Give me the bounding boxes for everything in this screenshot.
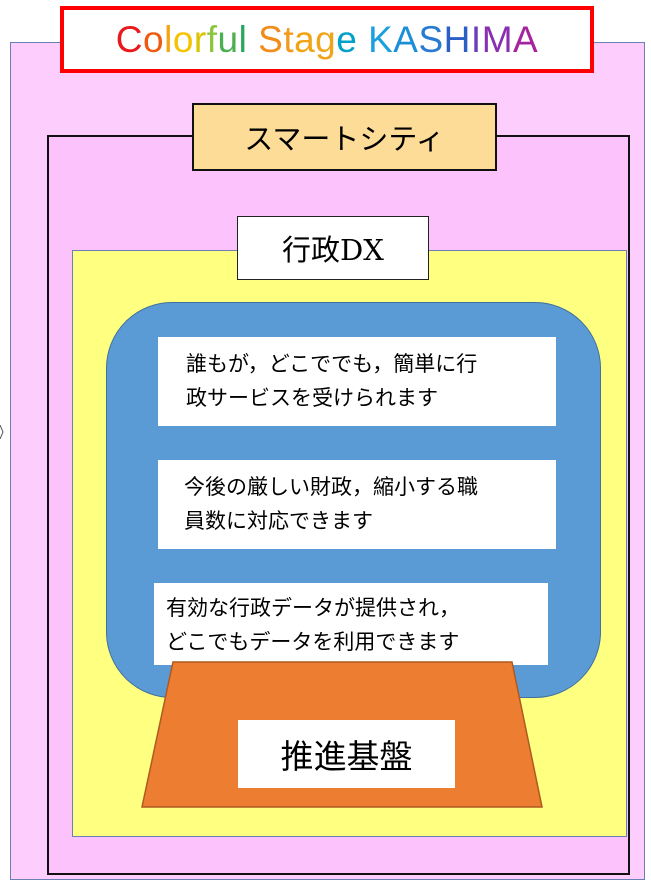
title-letter: o: [172, 18, 194, 60]
foundation-label: 推進基盤: [238, 720, 455, 788]
benefit-1-line-2: 政サービスを受けられます: [186, 386, 438, 410]
title-letter: o: [143, 18, 165, 60]
title-letter: g: [315, 18, 337, 60]
benefit-3-line-2: どこでもデータを利用できます: [166, 630, 460, 654]
title-letter: a: [294, 18, 316, 60]
title-letter: A: [393, 18, 419, 60]
title-letter: [357, 19, 368, 61]
title-letter: K: [368, 18, 394, 60]
title-letter: H: [443, 18, 471, 60]
side-tick-mark: [0, 425, 4, 439]
benefit-box-2: 今後の厳しい財政，縮小する職 員数に対応できます: [158, 460, 556, 549]
title-letter: l: [164, 18, 173, 60]
title-text: Colorful Stage KASHIMA: [116, 19, 538, 61]
title-letter: I: [470, 18, 482, 60]
title-letter: S: [258, 18, 284, 60]
title-letter: C: [115, 18, 144, 60]
title-letter: t: [283, 18, 295, 60]
title-letter: S: [418, 18, 444, 60]
title-letter: e: [336, 18, 358, 60]
admin-dx-label: 行政DX: [237, 216, 429, 280]
title-letter: l: [238, 18, 248, 60]
benefit-1-line-1: 誰もが，どこででも，簡単に行: [186, 352, 478, 376]
benefit-2-line-1: 今後の厳しい財政，縮小する職: [184, 475, 478, 499]
benefit-box-3: 有効な行政データが提供され， どこでもデータを利用できます: [154, 583, 548, 665]
benefit-box-1: 誰もが，どこででも，簡単に行 政サービスを受けられます: [158, 337, 556, 426]
title-letter: u: [217, 18, 239, 60]
title-letter: f: [206, 18, 218, 60]
title-letter: r: [193, 18, 207, 60]
title-letter: [247, 19, 258, 61]
title-letter: A: [513, 18, 539, 60]
title-banner: Colorful Stage KASHIMA: [60, 6, 594, 73]
smart-city-label: スマートシティ: [192, 103, 497, 171]
title-letter: M: [481, 18, 514, 60]
benefit-3-line-1: 有効な行政データが提供され，: [166, 596, 460, 620]
benefit-2-line-2: 員数に対応できます: [184, 509, 373, 533]
